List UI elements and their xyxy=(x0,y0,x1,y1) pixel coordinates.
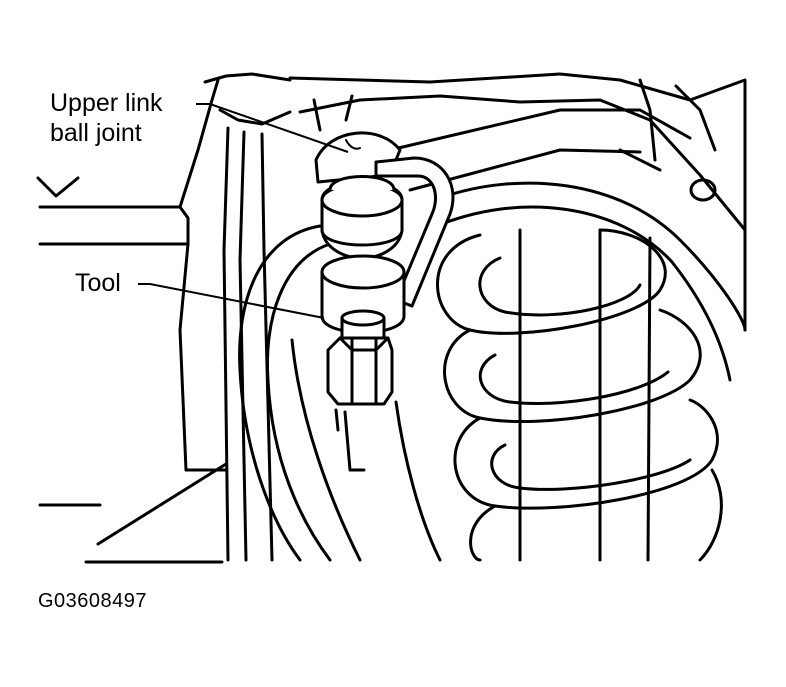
figure-id: G03608497 xyxy=(38,590,148,612)
coil-spring xyxy=(436,228,723,562)
upper-link-label-line1: Upper link xyxy=(50,89,163,117)
lower-arm-curve xyxy=(238,181,747,562)
upper-link-ball-joint-label: Upper link ball joint xyxy=(50,88,163,148)
tool-illustration xyxy=(320,156,455,406)
tool-leader xyxy=(138,283,325,319)
upper-link-arm xyxy=(203,72,747,562)
tool-label: Tool xyxy=(75,269,121,297)
leader-lines xyxy=(138,103,349,319)
upper-link-label-line2: ball joint xyxy=(50,119,142,147)
left-body-panel xyxy=(36,78,228,564)
upper-link-leader xyxy=(196,103,349,153)
